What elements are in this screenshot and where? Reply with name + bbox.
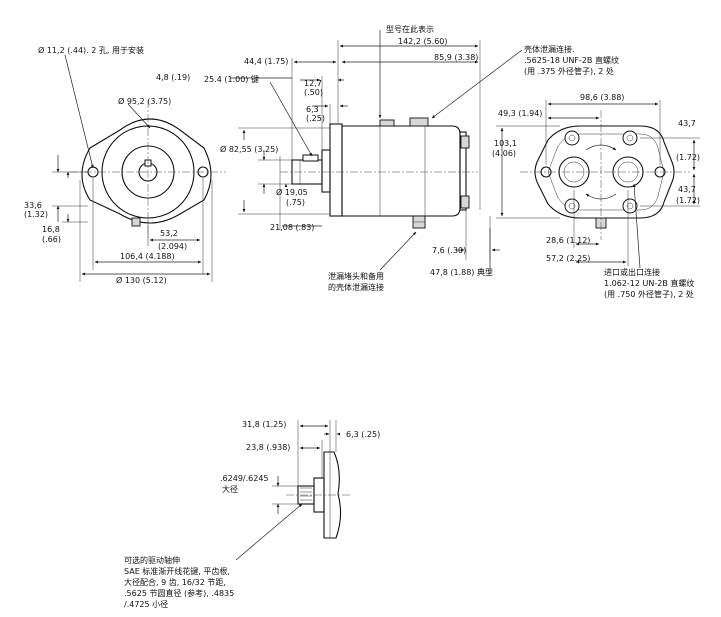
shaft-option-dim-6-3: 6,3 (.25) <box>346 430 380 439</box>
front-dim-106-4: 106,4 (4.188) <box>120 252 175 261</box>
front-mount-hole-note: Ø 11,2 (.44). 2 孔, 用于安装 <box>38 45 144 55</box>
side-drain-plug-note-1: 泄漏堵头和备用 <box>328 271 384 281</box>
rear-case-drain-note-3: (用 .375 外径管子), 2 处 <box>524 66 614 76</box>
rear-port-note-3: (用 .750 外径管子), 2 处 <box>604 289 694 299</box>
front-dim-16-8-in: (.66) <box>42 235 61 244</box>
rear-dim-43-7-a-in: (1.72) <box>676 153 700 162</box>
side-dim-4-8: 4,8 (.19) <box>156 73 190 82</box>
side-dim-142-2: 142,2 (5.60) <box>398 37 448 46</box>
side-drain-plug-note-2: 的壳体泄漏连接 <box>328 282 384 292</box>
shaft-option-dim-23-8: 23,8 (.938) <box>246 443 290 452</box>
shaft-option-spline-note-1: 可选的驱动轴伸 <box>124 555 180 565</box>
shaft-option-spline-note-5: /.4725 小径 <box>124 599 168 609</box>
rear-dim-43-7-b-in: (1.72) <box>676 196 700 205</box>
front-dim-16-8: 16,8 <box>42 225 60 234</box>
side-key <box>302 154 319 162</box>
front-pilot-dia: Ø 95,2 (3.75) <box>118 96 171 106</box>
rear-dim-43-7-a: 43,7 <box>678 119 696 128</box>
rear-port-note-2: 1.062-12 UN-2B 直螺纹 <box>604 278 694 288</box>
front-view: Ø 11,2 (.44). 2 孔, 用于安装 Ø 95,2 (3.75) 33… <box>24 45 226 285</box>
rear-bolt-top-left <box>564 130 580 146</box>
side-dim-21-08: 21,08 (.83) <box>270 223 314 232</box>
rear-housing-outline <box>534 125 675 219</box>
side-dim-19-05-in: (.75) <box>286 198 305 207</box>
rear-dim-7-6: 7,6 (.30) <box>432 246 466 255</box>
shaft-option-flange <box>323 451 342 539</box>
front-drain-plug <box>131 217 141 227</box>
side-model-note: 型号在此表示 <box>386 24 434 34</box>
front-dim-33-6-in: (1.32) <box>24 210 48 219</box>
rear-dim-103-1: 103,1 <box>494 139 517 148</box>
side-dim-6-3-in: (.25) <box>306 114 325 123</box>
side-dim-6-3: 6,3 <box>306 105 319 114</box>
side-key-note: 25.4 (1.00) 键 <box>204 74 259 84</box>
shaft-option-spline-note-2: SAE 标准渐开线花键, 平齿根, <box>124 566 230 576</box>
side-dim-19-05: Ø 19,05 <box>276 187 308 197</box>
shaft-option-spline-note-3: 大径配合, 9 齿, 16/32 节距, <box>124 577 226 587</box>
side-rear-cap <box>459 131 467 211</box>
shaft-option-spline-note-4: .5625 节圆直径 (参考), .4835 <box>124 588 234 598</box>
side-pilot <box>321 149 331 193</box>
rear-dim-47-8: 47,8 (1.88) 典型 <box>430 267 493 277</box>
side-flange <box>329 123 343 217</box>
side-view: 型号在此表示 142,2 (5.60) 44,4 (1.75) 85,9 (3.… <box>156 24 481 292</box>
front-dim-33-6: 33,6 <box>24 201 42 210</box>
rear-bolt-bottom-right <box>622 198 638 214</box>
rear-view: 壳体泄漏连接. .5625-18 UNF-2B 直螺纹 (用 .375 外径管子… <box>430 44 700 299</box>
side-dim-12-7: 12,7 <box>304 79 322 88</box>
rear-case-drain-note-1: 壳体泄漏连接. <box>524 44 575 54</box>
front-dim-53-2: 53,2 <box>160 229 178 238</box>
front-flange-outline <box>81 118 212 224</box>
rear-case-drain-note-2: .5625-18 UNF-2B 直螺纹 <box>524 55 619 65</box>
side-top-boss-2 <box>379 119 395 127</box>
side-dim-12-7-in: (.50) <box>304 88 323 97</box>
side-top-boss <box>409 117 429 127</box>
side-dim-85-9: 85,9 (3.38) <box>434 53 478 62</box>
rear-dim-103-1-in: (4.06) <box>492 149 516 158</box>
shaft-option-view: 31,8 (1.25) 6,3 (.25) 23,8 (.938) .6249/… <box>124 420 380 609</box>
side-rear-port-bottom <box>460 195 470 209</box>
shaft-option-dim-31-8: 31,8 (1.25) <box>242 420 286 429</box>
rear-port-note-1: 进口或出口连接 <box>604 267 660 277</box>
rear-bolt-bottom-left <box>564 198 580 214</box>
side-dim-82-55: Ø 82,55 (3.25) <box>220 144 278 154</box>
rear-dim-98-6: 98,6 (3.88) <box>580 93 624 102</box>
rear-dim-57-2: 57,2 (2.25) <box>546 254 590 263</box>
side-body <box>341 125 461 217</box>
front-dim-130: Ø 130 (5.12) <box>116 275 167 285</box>
rear-dim-43-7-b: 43,7 <box>678 185 696 194</box>
rear-bolt-top-right <box>622 130 638 146</box>
side-rear-port-top <box>460 135 470 149</box>
shaft-option-major-dia-2: 大径 <box>222 484 238 494</box>
rear-dim-28-6: 28,6 (1.12) <box>546 236 590 245</box>
side-dim-44-4: 44,4 (1.75) <box>244 57 288 66</box>
rear-dim-49-3: 49,3 (1.94) <box>498 109 542 118</box>
shaft-option-major-dia-1: .6249/.6245 <box>220 474 269 483</box>
front-dim-53-2-in: (2.094) <box>158 242 187 251</box>
